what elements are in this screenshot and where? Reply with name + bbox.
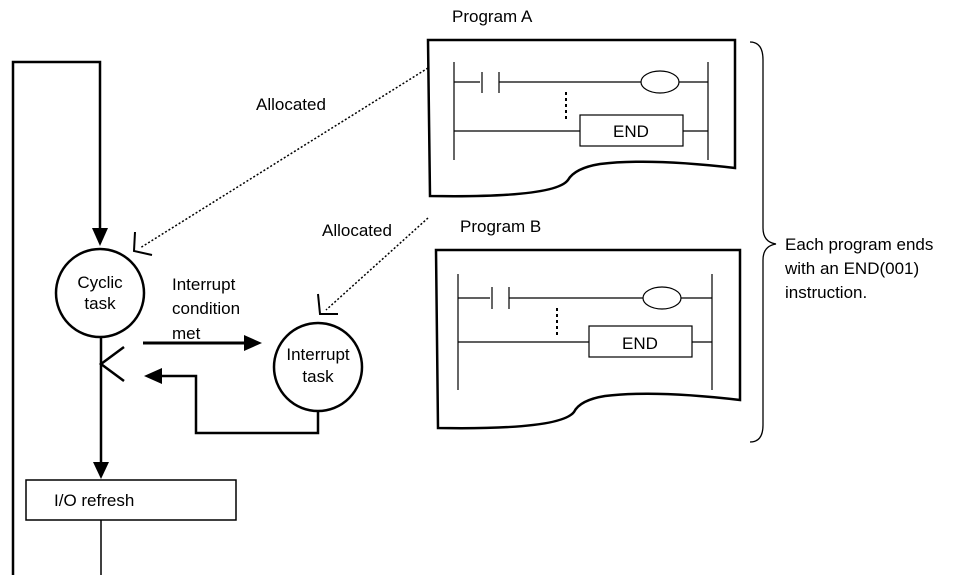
program-a-title: Program A <box>452 7 533 26</box>
allocation-a: Allocated <box>132 67 429 256</box>
program-b-end: END <box>622 334 658 353</box>
note-line-1: Each program ends <box>785 235 933 254</box>
main-loop <box>11 60 108 575</box>
interrupt-task-node: Interrupt task <box>272 321 364 413</box>
program-brace <box>749 41 777 443</box>
program-b: Program B END <box>434 217 742 430</box>
program-a-end: END <box>613 122 649 141</box>
note-line-3: instruction. <box>785 283 867 302</box>
condition-label-2: condition <box>172 299 240 318</box>
io-refresh-label: I/O refresh <box>54 491 134 510</box>
cyclic-task-node: Cyclic task <box>54 247 146 339</box>
interrupt-task-label-2: task <box>302 367 334 386</box>
return-arrow <box>144 368 320 435</box>
cyclic-task-label-1: Cyclic <box>77 273 123 292</box>
program-a: Program A END <box>426 7 737 198</box>
allocated-label-a: Allocated <box>256 95 326 114</box>
interrupt-task-label-1: Interrupt <box>286 345 350 364</box>
allocation-b: Allocated <box>317 217 429 315</box>
condition-label-3: met <box>172 324 201 343</box>
io-refresh-box: I/O refresh <box>25 479 237 575</box>
branch-to-refresh <box>93 337 125 479</box>
cyclic-task-label-2: task <box>84 294 116 313</box>
note-line-2: with an END(001) <box>784 259 919 278</box>
condition-label-1: Interrupt <box>172 275 236 294</box>
allocated-label-b: Allocated <box>322 221 392 240</box>
end-note: Each program ends with an END(001) instr… <box>784 235 933 302</box>
interrupt-condition-arrow: Interrupt condition met <box>143 275 262 351</box>
program-b-title: Program B <box>460 217 541 236</box>
